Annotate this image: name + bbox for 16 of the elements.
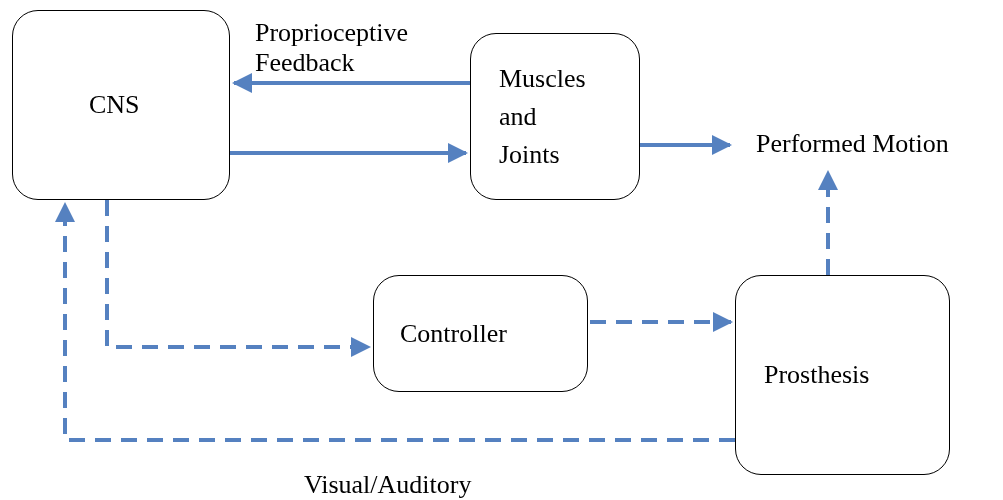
arrow — [230, 143, 468, 163]
box-label: Controller — [400, 317, 507, 350]
process-box — [735, 275, 950, 475]
dashed-arrow — [105, 200, 371, 357]
dashed-arrow — [590, 312, 733, 332]
process-box — [373, 275, 588, 392]
arrow — [640, 135, 732, 155]
dashed-arrow — [818, 170, 838, 275]
box-label: CNS — [89, 89, 140, 121]
process-box — [12, 10, 230, 200]
dashed-arrow — [55, 202, 735, 442]
box-label: Muscles and Joints — [499, 62, 587, 171]
arrow — [232, 73, 470, 93]
process-box — [470, 33, 640, 200]
box-label: Performed Motion — [756, 128, 949, 160]
box-label: Prosthesis — [764, 359, 870, 391]
